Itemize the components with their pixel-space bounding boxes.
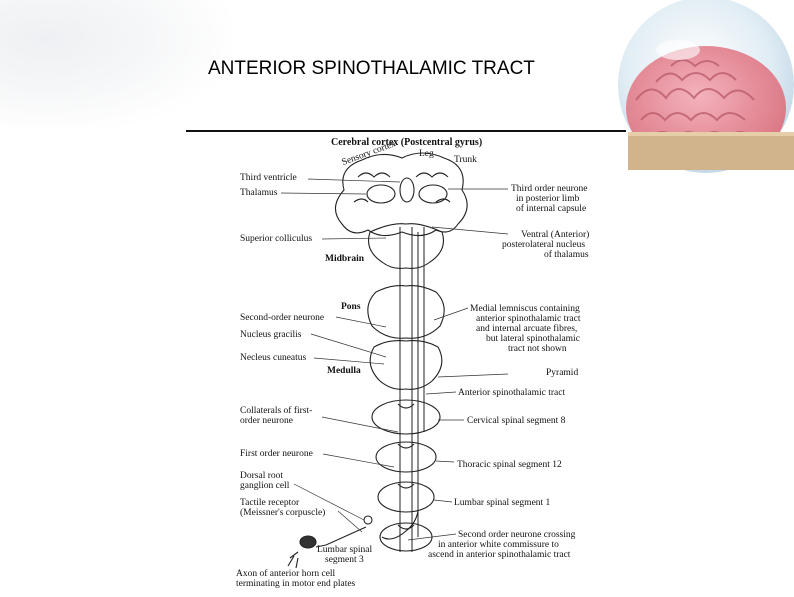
diagram-artwork [280,152,509,569]
midbrain-label: Midbrain [325,254,365,264]
background-wash [0,0,230,130]
cervical-segment-shape [371,399,441,435]
collaterals-label-line2: order neurone [240,416,294,426]
second-order-crossing-line3: ascend in anterior spinothalamic tract [428,550,571,560]
lumbar3-segment-shape [379,522,433,552]
thalamus-left [366,184,396,204]
lumbar-spinal-label: Lumbar spinal [317,545,373,555]
nucleus-cuneatus-label: Necleus cuneatus [240,353,307,363]
third-ventricle-label: Third ventricle [240,173,297,183]
ventral-posterolateral-line3: of thalamus [544,250,589,260]
thoracic-segment-shape [375,441,437,473]
third-order-neurone-line3: of internal capsule [516,204,587,214]
cerebrum-outline [334,152,468,237]
ventral-posterolateral-line1: Ventral (Anterior) [521,230,590,240]
dorsal-root-fibre [315,526,367,548]
cortex-folds [353,172,451,203]
cervical-segment-label: Cervical spinal segment 8 [467,416,566,426]
second-order-crossing-line1: Second order neurone crossing [458,530,576,540]
third-order-neurone-line2: in posterior limb [516,194,580,204]
ascending-tracts [399,227,425,552]
lumbar-segment-1-label: Lumbar spinal segment 1 [454,498,551,508]
thalamus-label: Thalamus [240,188,278,198]
ventral-posterolateral-line2: posterolateral nucleus [502,240,586,250]
nucleus-gracilis-label: Nucleus gracilis [240,330,302,340]
medial-lemniscus-line2: anterior spinothalamic tract [476,314,581,324]
collaterals-label-line1: Collaterals of first- [240,406,313,416]
medial-lemniscus-line3: and internal arcuate fibres, [476,324,578,334]
tactile-receptor-label-line2: (Meissner's corpuscle) [240,508,326,518]
medulla-shape [369,340,443,390]
brain-globe-icon [596,0,794,200]
dorsal-root-label-line2: ganglion cell [240,481,290,491]
medial-lemniscus-line1: Medial lemniscus containing [470,304,580,314]
anterior-horn-label-line2: terminating in motor end plates [236,579,356,589]
medulla-label: Medulla [327,366,361,376]
pyramid-label: Pyramid [546,368,579,378]
pons-label: Pons [341,302,361,312]
slide-title: ANTERIOR SPINOTHALAMIC TRACT [208,58,535,79]
third-ventricle-shape [399,177,415,203]
anterior-horn-label-line1: Axon of anterior horn cell [236,569,336,579]
trunk-label: Trunk [454,155,477,165]
medial-lemniscus-line4: but lateral spinothalamic [486,334,580,344]
superior-colliculus-label: Superior colliculus [240,234,313,244]
thalamus-right [418,184,448,204]
midbrain-shape [367,223,445,269]
dorsal-root-label-line1: Dorsal root [240,471,284,481]
tactile-receptor-label-line1: Tactile receptor [240,498,300,508]
first-order-neurone-label: First order neurone [240,449,313,459]
lumbar1-segment-shape [377,481,435,513]
spinothalamic-diagram: Cerebral cortex (Postcentral gyrus) Sens… [186,130,626,597]
second-order-neurone-label: Second-order neurone [240,313,325,323]
motor-end-plate [287,551,299,569]
pons-shape [367,285,445,339]
dorsal-root-ganglion [363,515,373,525]
anterior-spinothalamic-label: Anterior spinothalamic tract [458,388,566,398]
second-order-crossing-line2: in anterior white commissure to [438,540,559,550]
segment-3-label: segment 3 [325,555,364,565]
third-order-neurone-line1: Third order neurone [511,184,588,194]
thoracic-segment-label: Thoracic spinal segment 12 [457,460,562,470]
leg-label: Leg [419,149,434,159]
diagram-header: Cerebral cortex (Postcentral gyrus) [331,137,483,148]
medial-lemniscus-line5: tract not shown [508,344,567,354]
crossing-fibres [381,510,419,540]
meissner-corpuscle [299,535,317,549]
grey-matter-marks [397,403,415,530]
